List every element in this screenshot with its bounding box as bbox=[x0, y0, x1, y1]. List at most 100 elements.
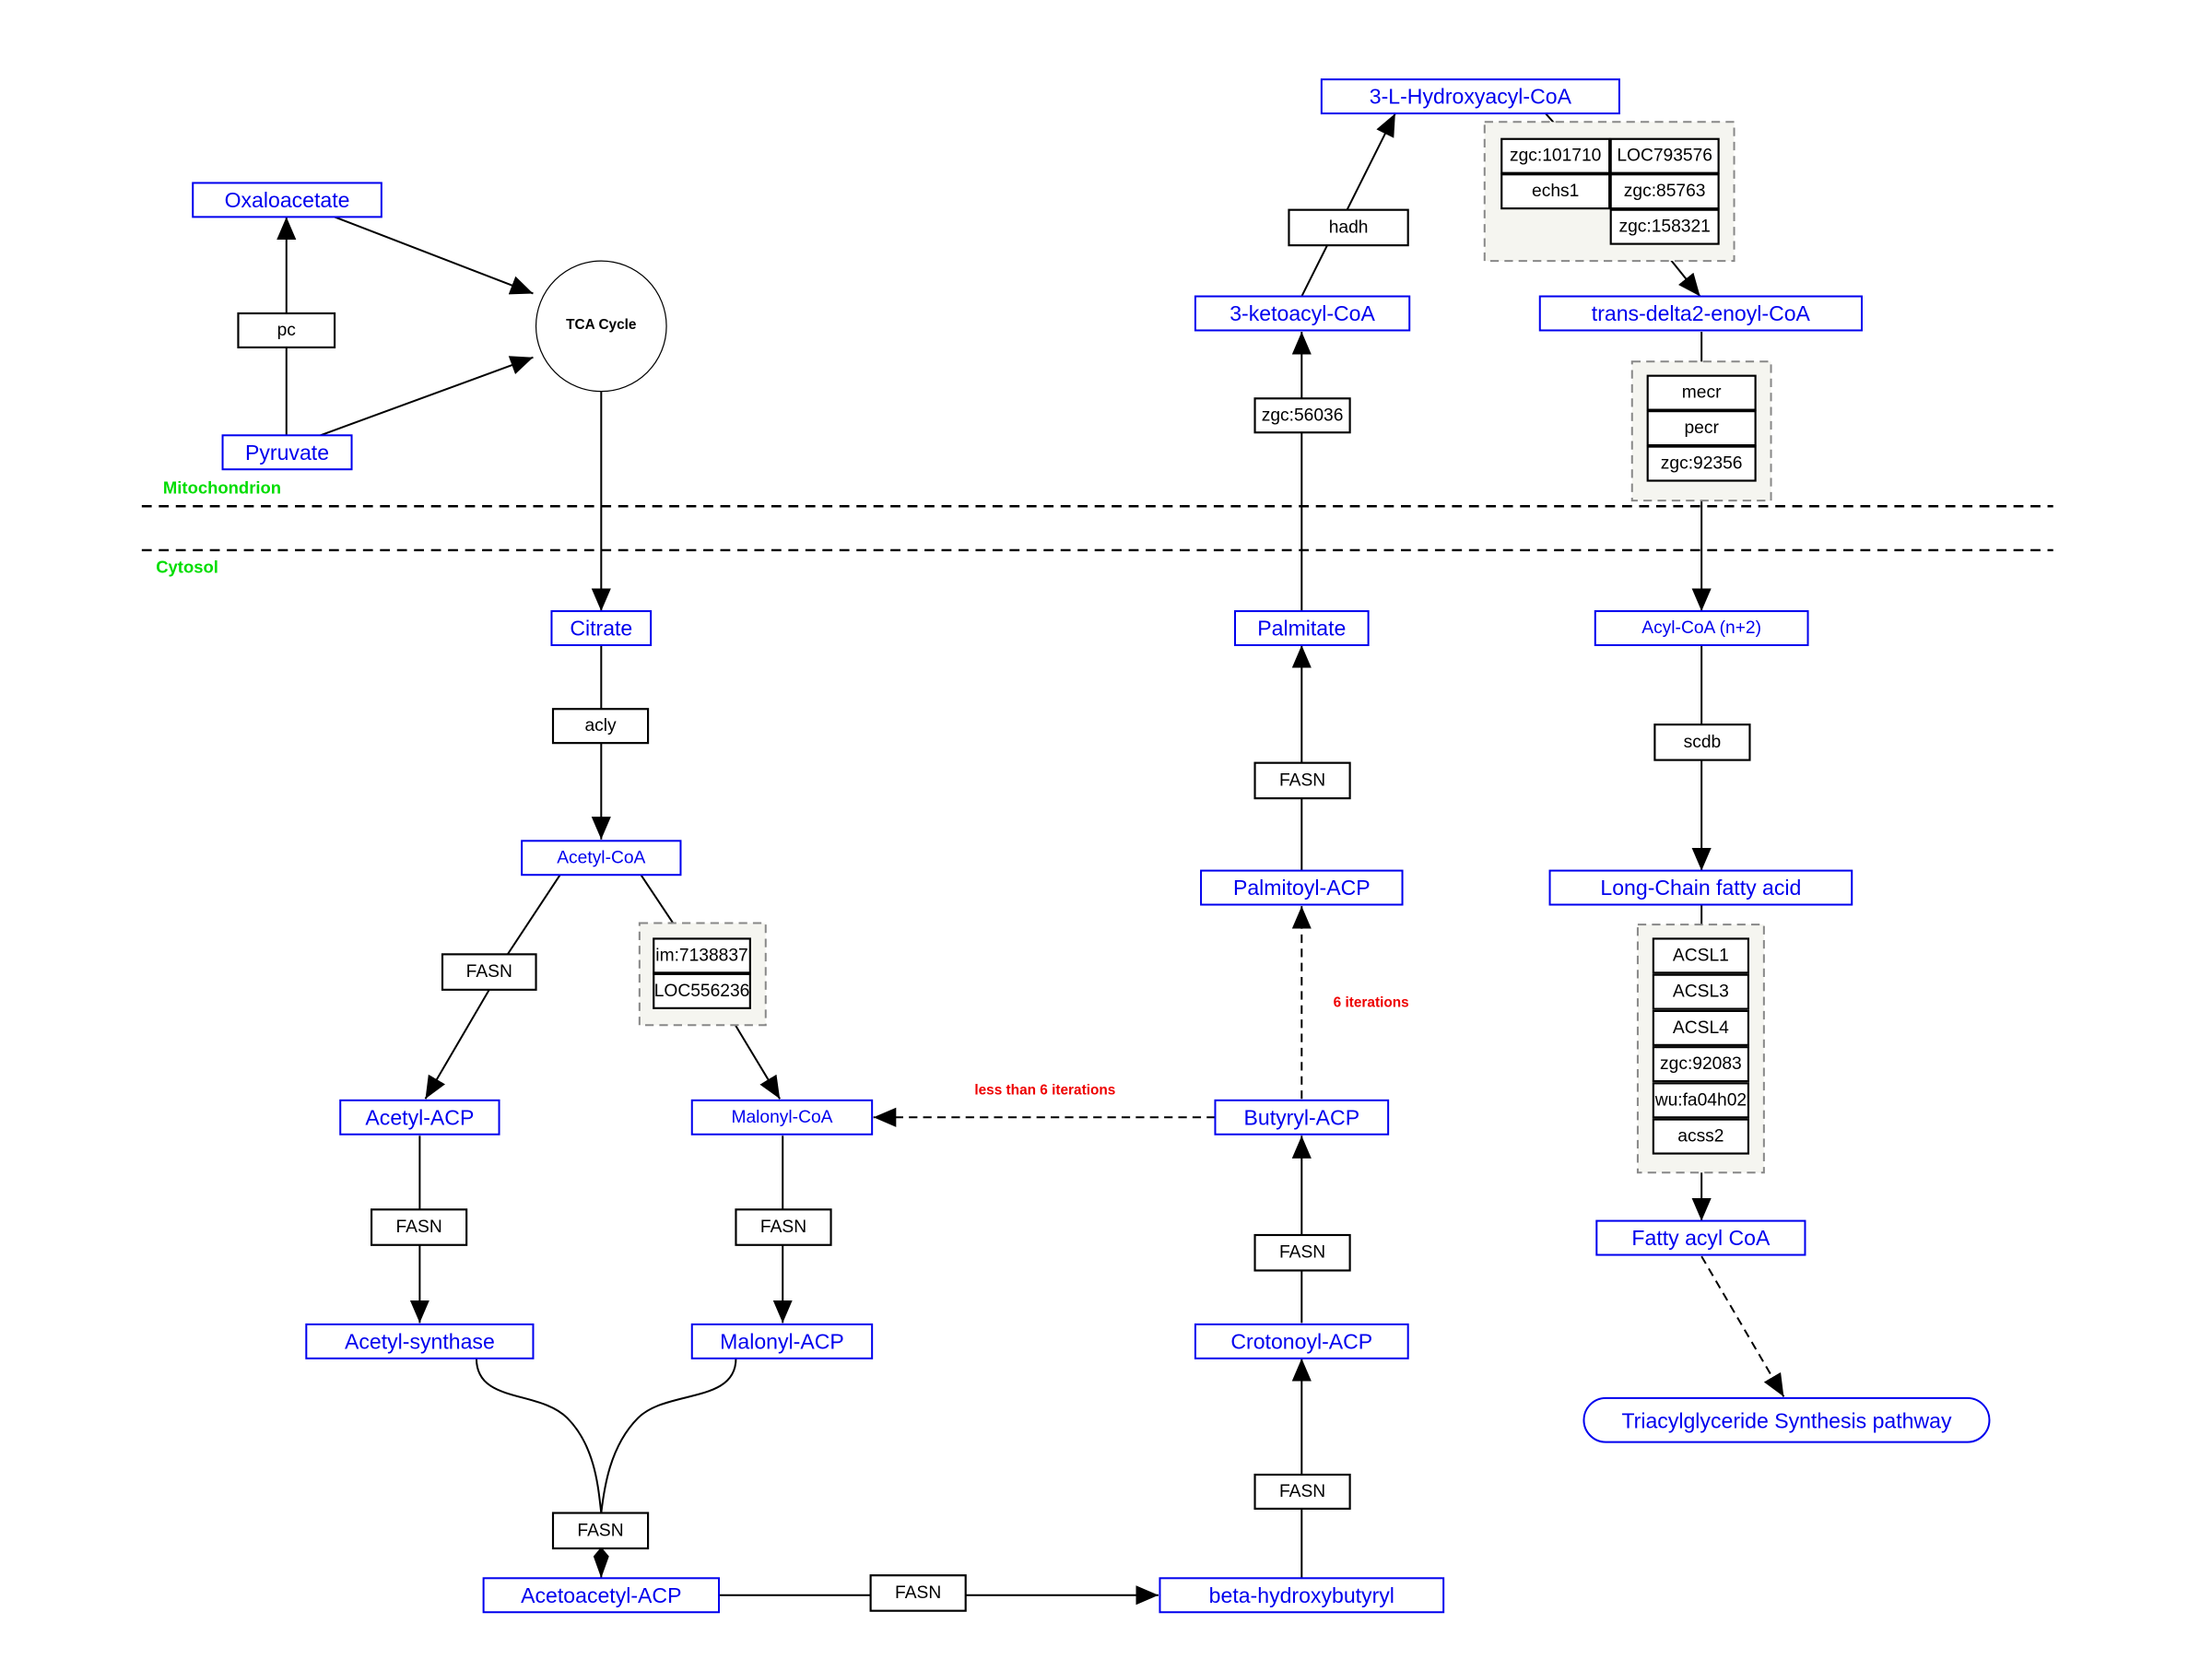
gene-box bbox=[441, 953, 537, 991]
gene-acly[interactable]: acly bbox=[551, 708, 650, 745]
metabolite-box bbox=[1594, 610, 1809, 646]
metabolite-malonyl-coa[interactable]: Malonyl-CoA bbox=[690, 1099, 874, 1135]
metabolite-citrate[interactable]: Citrate bbox=[550, 610, 653, 646]
gene-hydratase-item[interactable]: zgc:101710 bbox=[1500, 137, 1611, 174]
gene-box bbox=[1646, 410, 1757, 447]
metabolite-label: Acetyl-ACP bbox=[365, 1105, 474, 1129]
gene-fasn-condensing[interactable]: FASN bbox=[551, 1512, 650, 1550]
gene-label: zgc:101710 bbox=[1510, 147, 1601, 166]
gene-label: scdb bbox=[1684, 733, 1722, 752]
gene-box bbox=[237, 312, 336, 349]
metabolite-long-chain-fatty-acid[interactable]: Long-Chain fatty acid bbox=[1548, 869, 1853, 906]
metabolite-label: Acetyl-synthase bbox=[345, 1329, 495, 1353]
gene-label: hadh bbox=[1329, 218, 1369, 237]
metabolite-label: Malonyl-CoA bbox=[731, 1108, 832, 1127]
metabolite-pyruvate[interactable]: Pyruvate bbox=[221, 434, 353, 471]
metabolite-malonyl-acp[interactable]: Malonyl-ACP bbox=[690, 1323, 874, 1359]
metabolite-acyl-coa-n2[interactable]: Acyl-CoA (n+2) bbox=[1594, 610, 1809, 646]
metabolite-box bbox=[1234, 610, 1370, 646]
metabolite-acetyl-synthase[interactable]: Acetyl-synthase bbox=[305, 1323, 535, 1359]
gene-box bbox=[1652, 1082, 1749, 1119]
gene-fasn-acetyl-acp[interactable]: FASN bbox=[371, 1208, 468, 1246]
gene-reductase-item[interactable]: pecr bbox=[1646, 410, 1757, 447]
gene-label: zgc:158321 bbox=[1618, 218, 1710, 237]
gene-reductase-item[interactable]: mecr bbox=[1646, 374, 1757, 411]
edge-fasn-acetylacp bbox=[424, 989, 490, 1100]
metabolite-label: Palmitoyl-ACP bbox=[1233, 876, 1371, 900]
gene-zgc-56036[interactable]: zgc:56036 bbox=[1253, 397, 1351, 434]
pathway-label: Triacylglyceride Synthesis pathway bbox=[1621, 1409, 1952, 1433]
gene-fasn-palmitoyl[interactable]: FASN bbox=[1253, 761, 1351, 800]
metabolite-box bbox=[339, 1099, 500, 1135]
gene-hydratase-item[interactable]: zgc:85763 bbox=[1609, 173, 1720, 210]
metabolite-acetyl-acp[interactable]: Acetyl-ACP bbox=[339, 1099, 500, 1135]
gene-acc-group-item[interactable]: LOC556236 bbox=[653, 972, 751, 1009]
tca-cycle-node[interactable]: TCA Cycle bbox=[535, 260, 667, 393]
mitochondrion-label: Mitochondrion bbox=[163, 477, 281, 497]
gene-hydratase-item[interactable]: LOC793576 bbox=[1609, 137, 1720, 174]
gene-acsl-item[interactable]: acss2 bbox=[1652, 1118, 1749, 1155]
metabolite-beta-hydroxybutyryl[interactable]: beta-hydroxybutyryl bbox=[1159, 1577, 1445, 1614]
gene-fasn-crotonoyl[interactable]: FASN bbox=[1253, 1233, 1351, 1272]
metabolite-label: Palmitate bbox=[1257, 617, 1346, 641]
gene-acsl-item[interactable]: ACSL4 bbox=[1652, 1009, 1749, 1046]
metabolite-crotonoyl-acp[interactable]: Crotonoyl-ACP bbox=[1194, 1323, 1409, 1359]
metabolite-label: Oxaloacetate bbox=[225, 188, 350, 212]
gene-fasn-malonyl[interactable]: FASN bbox=[735, 1208, 832, 1246]
metabolite-butyryl-acp[interactable]: Butyryl-ACP bbox=[1214, 1099, 1390, 1135]
metabolite-box bbox=[1194, 295, 1411, 332]
metabolite-palmitoyl-acp[interactable]: Palmitoyl-ACP bbox=[1200, 869, 1404, 906]
cytosol-label: Cytosol bbox=[156, 558, 218, 577]
metabolite-fatty-acyl-coa[interactable]: Fatty acyl CoA bbox=[1595, 1219, 1806, 1256]
gene-acsl-item[interactable]: wu:fa04h02 bbox=[1652, 1082, 1749, 1119]
gene-acsl-item[interactable]: zgc:92083 bbox=[1652, 1046, 1749, 1083]
metabolite-label: Fatty acyl CoA bbox=[1631, 1226, 1771, 1250]
gene-scdb[interactable]: scdb bbox=[1653, 724, 1751, 761]
gene-acsl-item[interactable]: ACSL1 bbox=[1652, 937, 1749, 974]
metabolite-trans-enoyl-coa[interactable]: trans-delta2-enoyl-CoA bbox=[1538, 295, 1863, 332]
metabolite-palmitate[interactable]: Palmitate bbox=[1234, 610, 1370, 646]
metabolite-label: Acetoacetyl-ACP bbox=[521, 1583, 681, 1607]
edge-acetylcoa-fasn bbox=[506, 874, 561, 955]
metabolite-box bbox=[1595, 1219, 1806, 1256]
gene-hadh[interactable]: hadh bbox=[1288, 208, 1409, 247]
gene-label: FASN bbox=[1279, 1243, 1325, 1263]
pathway-link-triacylglyceride-synthesis[interactable]: Triacylglyceride Synthesis pathway bbox=[1583, 1396, 1991, 1443]
gene-label: acly bbox=[584, 716, 617, 735]
gene-fasn-beta-hydroxybutyryl[interactable]: FASN bbox=[1253, 1473, 1351, 1510]
gene-acc-group-item[interactable]: im:7138837 bbox=[653, 937, 751, 974]
edge-ketoacyl-hadh bbox=[1300, 244, 1328, 297]
metabolite-box bbox=[221, 434, 353, 471]
metabolite-hydroxyacyl-coa[interactable]: 3-L-Hydroxyacyl-CoA bbox=[1320, 78, 1620, 115]
tca-cycle-label: TCA Cycle bbox=[566, 317, 637, 333]
gene-hydratase-item[interactable]: echs1 bbox=[1500, 173, 1611, 210]
gene-hydratase-item[interactable]: zgc:158321 bbox=[1609, 208, 1720, 245]
metabolite-acetoacetyl-acp[interactable]: Acetoacetyl-ACP bbox=[482, 1577, 720, 1614]
edge-acetylsynthase-fasn bbox=[475, 1358, 603, 1513]
gene-label: FASN bbox=[895, 1583, 941, 1603]
metabolite-oxaloacetate[interactable]: Oxaloacetate bbox=[192, 182, 382, 218]
gene-fasn-acetyl-coa[interactable]: FASN bbox=[441, 953, 537, 991]
gene-label: echs1 bbox=[1532, 182, 1579, 201]
gene-pc[interactable]: pc bbox=[237, 312, 336, 349]
gene-reductase-item[interactable]: zgc:92356 bbox=[1646, 445, 1757, 482]
gene-label: zgc:56036 bbox=[1262, 406, 1344, 425]
gene-acsl-item[interactable]: ACSL3 bbox=[1652, 973, 1749, 1010]
gene-label: wu:fa04h02 bbox=[1654, 1090, 1747, 1110]
edge-malonylacp-fasn bbox=[600, 1358, 737, 1513]
metabolite-acetyl-coa[interactable]: Acetyl-CoA bbox=[521, 840, 682, 877]
metabolite-box bbox=[1200, 869, 1404, 906]
metabolite-box bbox=[1214, 1099, 1390, 1135]
metabolite-box bbox=[1194, 1323, 1409, 1359]
metabolite-box bbox=[1320, 78, 1620, 115]
gene-label: pc bbox=[277, 321, 297, 340]
tca-cycle-circle bbox=[535, 260, 667, 393]
metabolite-ketoacyl-coa[interactable]: 3-ketoacyl-CoA bbox=[1194, 295, 1411, 332]
metabolite-label: Acyl-CoA (n+2) bbox=[1641, 618, 1761, 638]
metabolite-label: Long-Chain fatty acid bbox=[1600, 876, 1801, 900]
metabolite-box bbox=[690, 1323, 874, 1359]
metabolite-box bbox=[192, 182, 382, 218]
gene-box bbox=[1652, 973, 1749, 1010]
gene-fasn-acetoacetyl[interactable]: FASN bbox=[869, 1574, 967, 1612]
